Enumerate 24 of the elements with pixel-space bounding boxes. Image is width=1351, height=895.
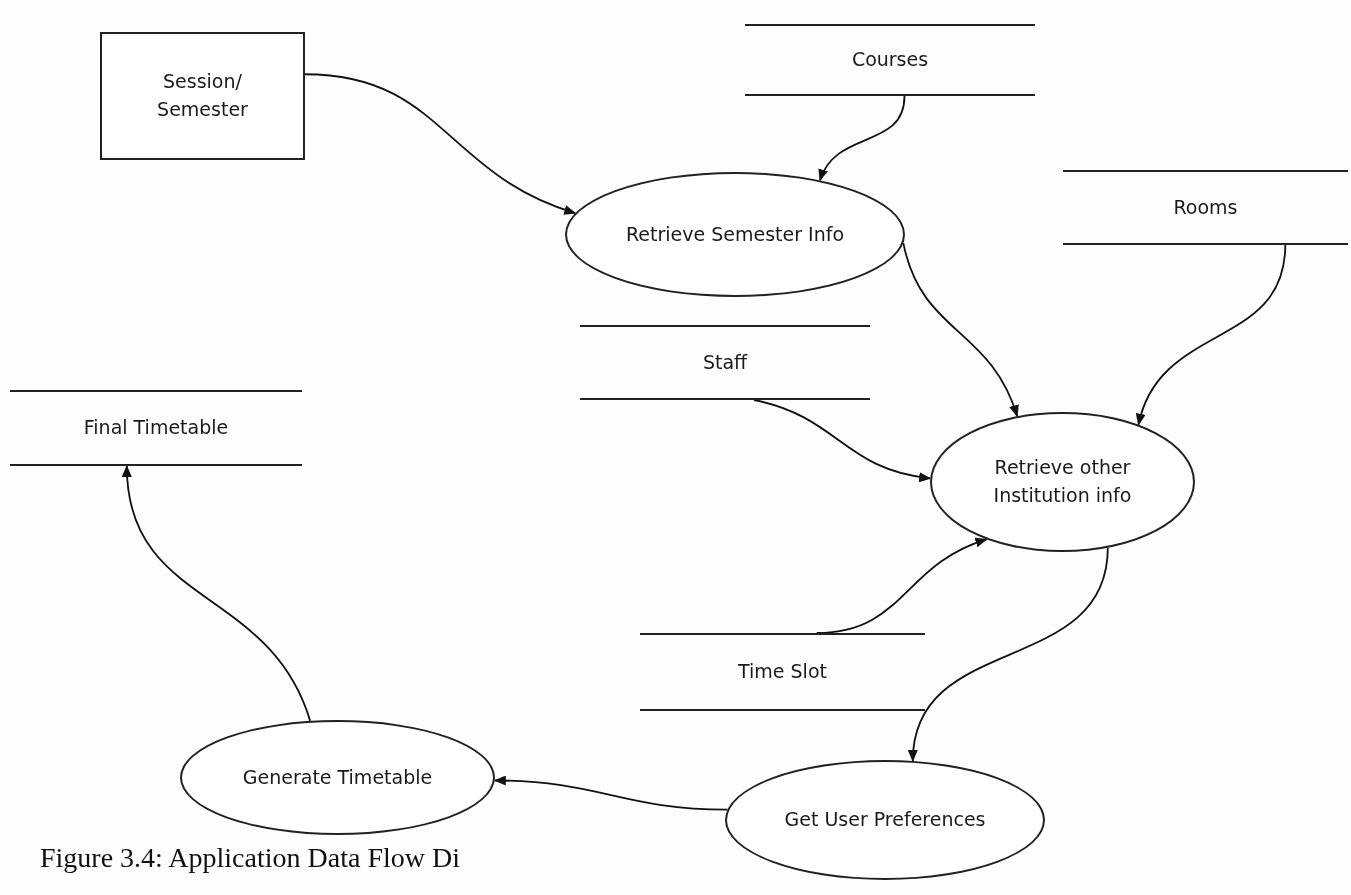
data-store [640, 633, 925, 711]
node-label: Get User Preferences [783, 807, 987, 833]
arrow [815, 538, 988, 634]
data-store [745, 24, 1035, 96]
arrow [909, 546, 1109, 762]
node-label: Rooms [1172, 194, 1239, 220]
node-label: Staff [701, 349, 749, 375]
node-label: Time Slot [737, 659, 828, 685]
data-store [10, 390, 302, 466]
arrow [122, 465, 312, 722]
external-entity-box [100, 32, 305, 160]
arrow [819, 95, 906, 182]
figure-caption: Figure 3.4: Application Data Flow Di [40, 842, 460, 874]
arrow [753, 399, 932, 482]
node-label: Courses [850, 47, 930, 73]
node-label: Retrieve Semester Info [624, 221, 845, 247]
node-label: Final Timetable [82, 415, 230, 441]
arrow [1137, 244, 1287, 426]
node-label: Generate Timetable [241, 764, 434, 790]
data-store [1063, 170, 1348, 245]
data-store [580, 325, 870, 400]
node-label: Session/ Semester [156, 69, 249, 122]
arrow [304, 73, 577, 215]
node-label: Retrieve other Institution info [992, 455, 1133, 508]
